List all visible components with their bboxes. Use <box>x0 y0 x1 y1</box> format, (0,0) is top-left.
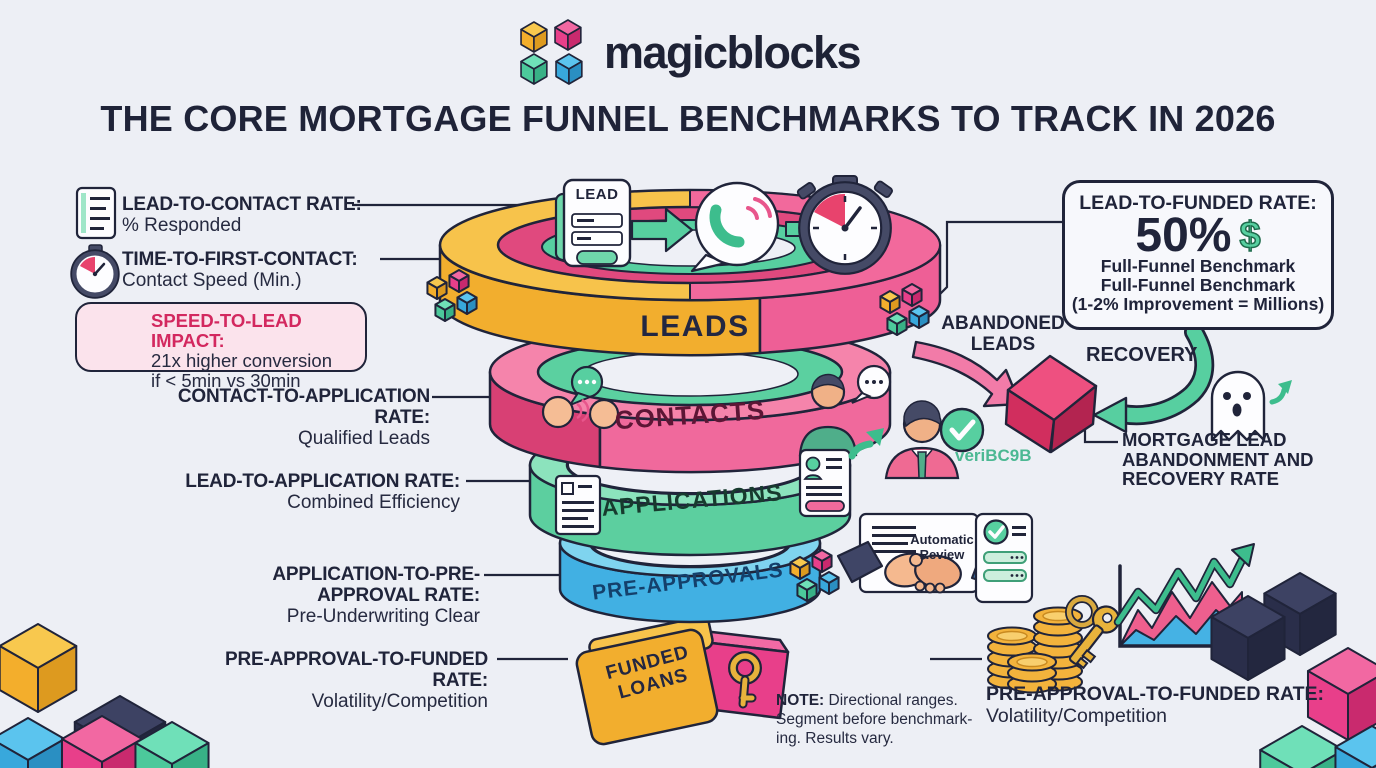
key-icon <box>728 651 762 709</box>
ghost-icon <box>1210 370 1292 442</box>
funded-loans-block <box>575 615 790 746</box>
metric-sub: Volatility/Competition <box>986 705 1168 727</box>
metric-sub: Qualified Leads <box>297 428 430 449</box>
verified-borrower-icon <box>848 400 985 480</box>
lead-to-funded-box: LEAD-TO-FUNDED RATE: 50% $ Full-Funnel B… <box>1062 180 1334 330</box>
footnote-prefix: NOTE: <box>776 692 825 709</box>
impact-line2: if < 5min vs 30min <box>151 369 301 391</box>
brand-cubes-icon <box>520 19 583 85</box>
check-badge-icon <box>939 407 985 453</box>
funded-box-value: 50% <box>1135 209 1232 262</box>
brand-name: magicblocks <box>603 26 862 78</box>
funded-box-line1: Full-Funnel Benchmark <box>1100 256 1296 276</box>
abandoned-leads-label: ABANDONED LEADS <box>941 313 1065 355</box>
application-doc-icon <box>554 474 602 536</box>
footnote-body: Directional ranges. Segment before bench… <box>776 692 973 747</box>
metric-lead-to-contact: LEAD-TO-CONTACT RATE: % Responded <box>122 194 362 237</box>
stage-leads: LEADS <box>640 310 750 343</box>
metric-sub: Pre-Underwriting Clear <box>286 606 480 627</box>
automatic-review-label: Automatic Review <box>910 532 974 562</box>
metric-sub: Volatility/Competition <box>311 691 488 712</box>
review-doc-icon <box>974 512 1034 604</box>
metric-label: APPLICATION-TO-PRE-APPROVAL RATE: <box>272 564 480 606</box>
coins-icon <box>987 606 1083 694</box>
metric-label: CONTACT-TO-APPLICATION RATE: <box>177 386 430 428</box>
phone-call-icon <box>690 181 780 273</box>
metric-label: TIME-TO-FIRST-CONTACT: <box>122 249 358 270</box>
arrow-right-icon <box>630 207 694 253</box>
abandoned-arrow-icon <box>911 340 1022 408</box>
funded-box-line2: Full-Funnel Benchmark <box>1100 275 1296 295</box>
dollar-icon: $ <box>1239 215 1262 257</box>
metric-application-to-preapproval: APPLICATION-TO-PRE-APPROVAL RATE: Pre-Un… <box>180 564 480 628</box>
page-title: THE CORE MORTGAGE FUNNEL BENCHMARKS TO T… <box>100 98 1276 139</box>
funded-box-title: LEAD-TO-FUNDED RATE: <box>1079 192 1317 214</box>
funded-box-line3: (1-2% Improvement = Millions) <box>1071 294 1325 314</box>
checklist-doc-icon <box>75 186 117 240</box>
icons-layer <box>70 175 1292 694</box>
profile-card-icon <box>798 448 852 518</box>
impact-title: SPEED-TO-LEAD IMPACT: <box>151 310 302 351</box>
funded-yellow-block <box>575 615 719 746</box>
handshake-icon <box>836 512 1016 594</box>
abandonment-rate-title: MORTGAGE LEAD ABANDONMENT AND RECOVERY R… <box>1122 429 1314 489</box>
footnote: NOTE: Directional ranges. Segment before… <box>776 692 994 749</box>
metric-sub: % Responded <box>122 215 242 236</box>
brand-logo: magicblocks <box>516 16 862 88</box>
stopwatch-small-icon <box>70 244 120 299</box>
metric-label: PRE-APPROVAL-TO-FUNDED RATE: <box>986 683 1324 705</box>
right-metric-preapproval-to-funded: PRE-APPROVAL-TO-FUNDED RATE: Volatility/… <box>986 683 1324 728</box>
decorative-cubes <box>0 269 1376 768</box>
recovery-arrow-icon <box>1092 322 1215 434</box>
recovery-label: RECOVERY <box>1086 344 1198 366</box>
key-block <box>693 628 790 720</box>
metric-label: LEAD-TO-APPLICATION RATE: <box>185 471 460 492</box>
metric-lead-to-application: LEAD-TO-APPLICATION RATE: Combined Effic… <box>160 471 460 514</box>
talking-heads-icon <box>541 365 620 430</box>
metric-contact-to-application: CONTACT-TO-APPLICATION RATE: Qualified L… <box>128 386 430 450</box>
impact-line1: 21x higher conversion <box>151 350 332 371</box>
metric-time-to-first-contact: TIME-TO-FIRST-CONTACT: Contact Speed (Mi… <box>122 249 358 292</box>
metric-sub: Combined Efficiency <box>287 492 460 513</box>
metric-label: LEAD-TO-CONTACT RATE: <box>122 194 362 215</box>
abandoned-cube-icon <box>1004 354 1098 454</box>
stopwatch-big-icon <box>796 175 893 275</box>
lead-card-label: LEAD <box>575 186 619 203</box>
contact-person-icon <box>798 364 892 457</box>
keys-icon <box>1065 595 1121 670</box>
verification-code: veriBC9B <box>955 446 1032 465</box>
metric-preapproval-to-funded: PRE-APPROVAL-TO-FUNDED RATE: Volatility/… <box>188 649 488 713</box>
speed-to-lead-impact-box: SPEED-TO-LEAD IMPACT: 21x higher convers… <box>75 302 367 390</box>
lead-form-card-icon <box>554 178 632 268</box>
metric-label: PRE-APPROVAL-TO-FUNDED RATE: <box>224 649 488 691</box>
metric-sub: Contact Speed (Min.) <box>122 270 302 291</box>
